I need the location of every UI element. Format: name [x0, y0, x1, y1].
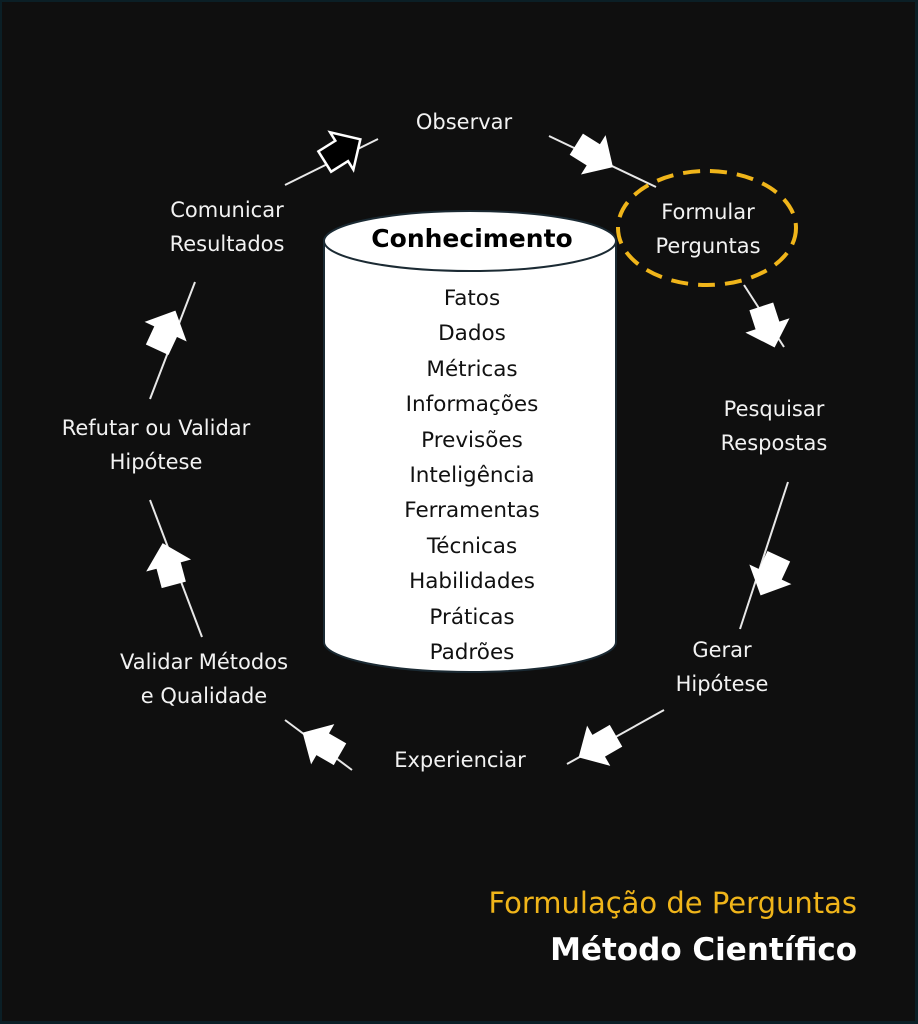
knowledge-item: Técnicas — [426, 533, 518, 559]
knowledge-item: Informações — [405, 392, 539, 418]
knowledge-item: Fatos — [443, 286, 501, 311]
step-observar: Observar — [416, 105, 512, 139]
footer-subtitle: Formulação de Perguntas — [488, 886, 857, 920]
step-label-line: Resultados — [169, 232, 285, 256]
step-label-line: Hipótese — [675, 672, 769, 696]
highlight-ring — [616, 169, 798, 287]
arrow-outline-icon — [316, 130, 362, 174]
step-experienciar: Experienciar — [394, 743, 526, 777]
arrow-icon — [146, 543, 192, 589]
arrow-icon — [144, 310, 187, 356]
knowledge-cylinder — [323, 210, 617, 673]
step-label-line: Gerar — [692, 638, 752, 662]
arrow-icon — [745, 302, 790, 348]
footer-title: Método Científico — [550, 932, 857, 968]
knowledge-item: Ferramentas — [404, 498, 540, 524]
knowledge-item: Métricas — [426, 356, 518, 382]
step-label-line: Validar Métodos — [119, 650, 289, 674]
connector-line — [739, 481, 789, 630]
cylinder-body — [323, 240, 617, 673]
knowledge-item: Práticas — [429, 604, 515, 630]
step-label-line: Observar — [415, 110, 513, 134]
arrow-icon — [302, 724, 347, 766]
knowledge-item: Previsões — [421, 427, 523, 453]
step-validar-metodos: Validar Métodos e Qualidade — [120, 645, 288, 713]
step-label-line: Hipótese — [109, 450, 203, 474]
step-label-line: Respostas — [720, 431, 828, 455]
step-label-line: Experienciar — [394, 748, 526, 772]
knowledge-item: Inteligência — [409, 463, 535, 489]
knowledge-item: Habilidades — [409, 569, 535, 595]
cycle-arrows — [144, 130, 792, 766]
step-label-line: Refutar ou Validar — [61, 416, 251, 440]
step-label-line: Perguntas — [655, 234, 761, 258]
cylinder-top — [323, 210, 617, 272]
arrow-icon — [749, 550, 792, 596]
cylinder-title: Conhecimento — [371, 224, 573, 253]
arrow-icon — [569, 133, 613, 175]
step-label-line: Pesquisar — [723, 397, 825, 421]
arrow-icon — [578, 724, 623, 766]
step-label-line: Comunicar — [170, 198, 284, 222]
step-label-line: Formular — [661, 200, 755, 224]
step-label-line: e Qualidade — [140, 684, 268, 708]
knowledge-item: Padrões — [429, 640, 515, 666]
knowledge-item: Dados — [438, 321, 506, 347]
